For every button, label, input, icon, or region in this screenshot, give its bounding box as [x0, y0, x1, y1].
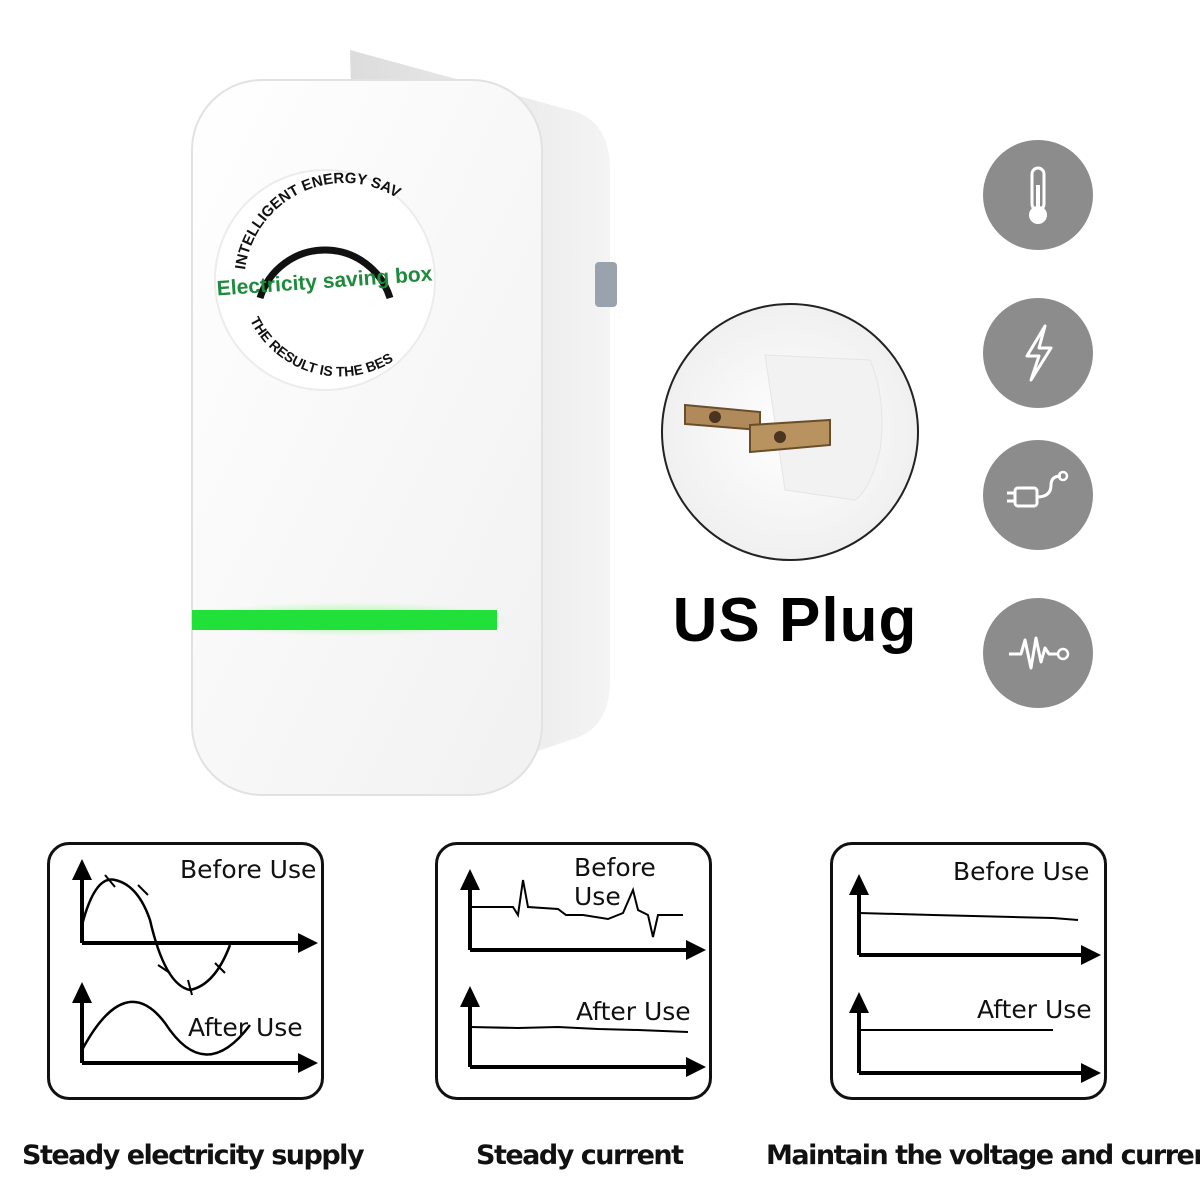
before-use-label: Before Use: [180, 855, 317, 884]
energy-saver-device: INTELLIGENT ENERGY SAVER Electricity sav…: [150, 40, 617, 796]
lightning-icon: [983, 298, 1093, 408]
usb-plug-icon: [983, 440, 1093, 550]
panel-supply-chart: Before Use After Use: [47, 842, 324, 1100]
after-use-label: After Use: [977, 995, 1092, 1024]
us-plug-detail: [661, 303, 919, 561]
before-use-label: Before Use: [574, 853, 656, 911]
waveform-icon: [983, 598, 1093, 708]
panel-current-chart: Before Use After Use: [435, 842, 712, 1100]
caption-steady-supply: Steady electricity supply: [22, 1140, 365, 1171]
after-use-label: After Use: [576, 997, 691, 1026]
panel-voltage-chart: Before Use After Use: [830, 842, 1107, 1100]
thermometer-icon: [983, 140, 1093, 250]
caption-steady-current: Steady current: [476, 1140, 684, 1171]
us-plug-label: US Plug: [672, 586, 918, 655]
after-use-label: After Use: [188, 1013, 303, 1042]
caption-voltage-current: Maintain the voltage and current: [766, 1140, 1200, 1171]
green-indicator-strip: [192, 610, 497, 630]
before-use-label: Before Use: [953, 857, 1090, 886]
side-prong: [595, 262, 617, 307]
